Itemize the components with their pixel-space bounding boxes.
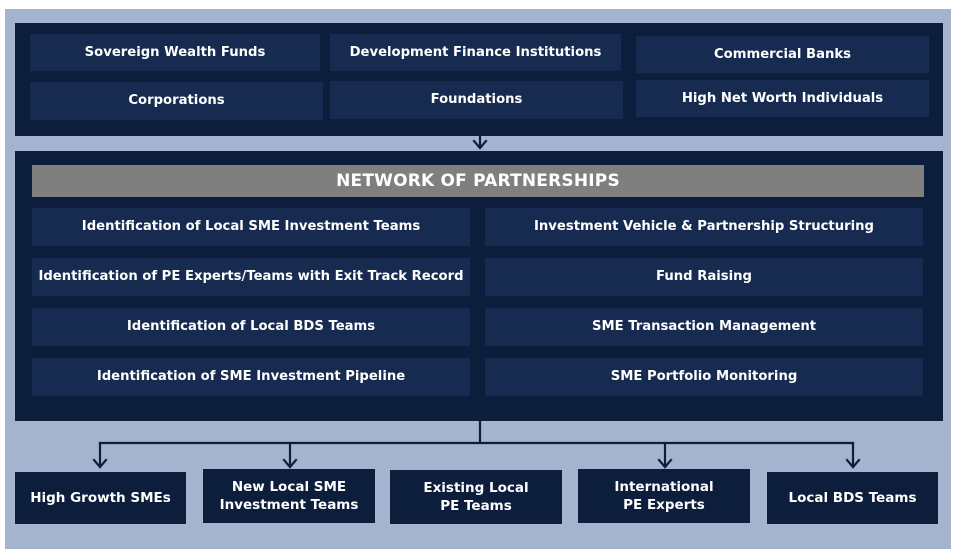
investor-corporations: Corporations [30, 82, 323, 120]
investor-commercial-banks: Commercial Banks [636, 36, 929, 73]
output-high-growth-smes: High Growth SMEs [15, 472, 186, 524]
network-right-item: Investment Vehicle & Partnership Structu… [485, 208, 923, 246]
network-left-item: Identification of SME Investment Pipelin… [32, 358, 470, 396]
arrowhead [845, 458, 861, 469]
output-new-local-sme-investment-teams: New Local SME Investment Teams [203, 469, 375, 523]
investor-sovereign-wealth-funds: Sovereign Wealth Funds [30, 34, 320, 71]
output-local-bds-teams: Local BDS Teams [767, 472, 938, 524]
output-international-pe-experts: International PE Experts [578, 469, 750, 523]
network-left-item: Identification of PE Experts/Teams with … [32, 258, 470, 296]
network-right-item: SME Transaction Management [485, 308, 923, 346]
network-right-item: Fund Raising [485, 258, 923, 296]
arrowhead [282, 458, 298, 469]
output-existing-local-pe-teams: Existing Local PE Teams [390, 470, 562, 524]
investor-high-net-worth-individuals: High Net Worth Individuals [636, 80, 929, 117]
network-left-item: Identification of Local SME Investment T… [32, 208, 470, 246]
arrowhead-network [472, 139, 488, 150]
investor-foundations: Foundations [330, 81, 623, 119]
arrowhead [92, 458, 108, 469]
network-title: NETWORK OF PARTNERSHIPS [32, 165, 924, 197]
arrowhead [657, 458, 673, 469]
network-left-item: Identification of Local BDS Teams [32, 308, 470, 346]
investor-development-finance-institutions: Development Finance Institutions [330, 34, 621, 71]
network-right-item: SME Portfolio Monitoring [485, 358, 923, 396]
